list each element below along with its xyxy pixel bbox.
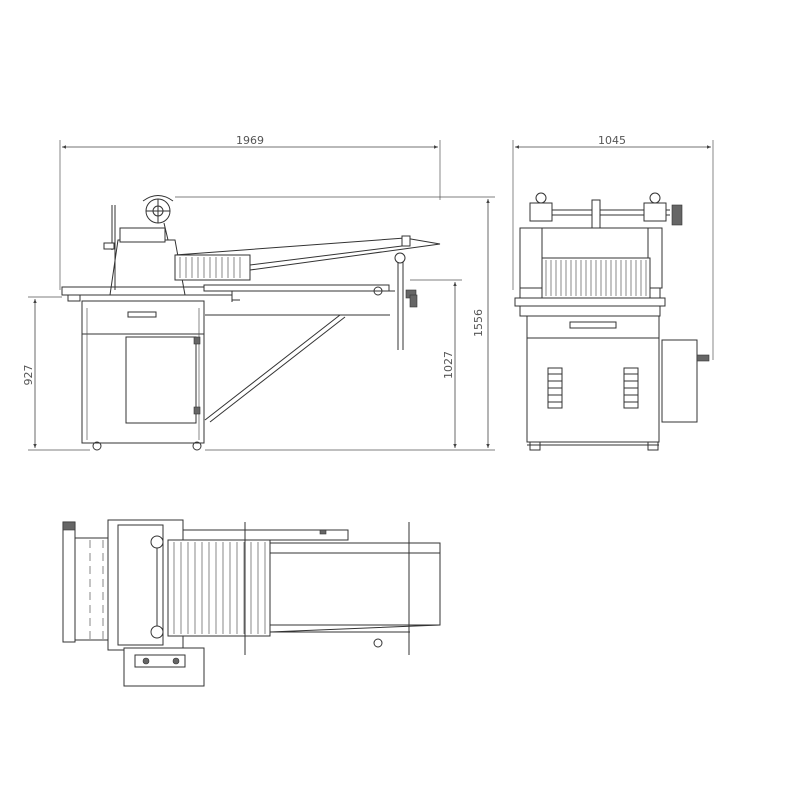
dimension-width-front: 1045 [512,134,714,360]
side-machine [61,195,441,451]
dimension-total-height: 1556 [175,196,495,451]
side-view: 1969 927 1027 1556 [22,134,495,451]
dimension-label-927: 927 [22,365,35,386]
dimension-label-1556: 1556 [472,309,485,337]
dimension-label-1045: 1045 [598,134,626,147]
dimension-label-1027: 1027 [442,351,455,379]
dimension-table-height: 927 [22,296,90,451]
dimension-arm-height: 1027 [410,279,462,448]
front-view: 1045 [512,134,714,451]
front-machine [514,192,710,451]
top-view [62,519,441,687]
dimension-label-1969: 1969 [236,134,264,147]
dimension-width-side: 1969 [59,134,441,290]
